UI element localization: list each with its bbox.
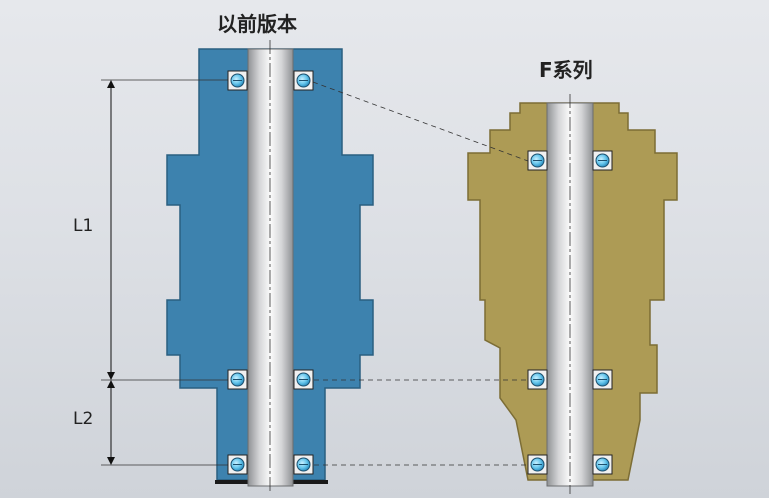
seal-previous-top-right (293, 70, 314, 91)
f-series-title: F系列 (539, 58, 593, 82)
seal-previous-bottom-left (227, 454, 248, 475)
seal-previous-middle-left (227, 369, 248, 390)
seal-previous-bottom-right (293, 454, 314, 475)
seal-f-bottom-left (527, 454, 548, 475)
connector-lines (312, 81, 529, 466)
seal-f-top-right (592, 150, 613, 171)
dimension-label-l2: L2 (73, 409, 94, 429)
seal-f-bottom-right (592, 454, 613, 475)
seal-previous-middle-right (293, 369, 314, 390)
previous-version-title: 以前版本 (217, 12, 297, 36)
seal-f-top-left (527, 150, 548, 171)
seal-f-middle-left (527, 369, 548, 390)
dimension-extension-lines (101, 79, 228, 466)
seal-previous-top-left (227, 70, 248, 91)
dimension-label-l1: L1 (73, 216, 94, 236)
previous-version-shaft (247, 48, 294, 487)
connector-line-top (312, 81, 529, 162)
seal-f-middle-right (592, 369, 613, 390)
